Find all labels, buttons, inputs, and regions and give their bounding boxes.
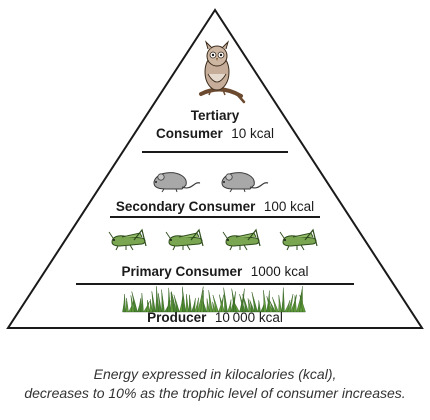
- producer-label: Producer 10 000 kcal: [147, 309, 283, 326]
- grass-icon: [122, 286, 306, 313]
- tertiary-name2: Consumer: [156, 126, 224, 141]
- caption-line-2: decreases to 10% as the trophic level of…: [24, 385, 406, 401]
- secondary-name: Secondary Consumer: [116, 199, 256, 214]
- producer-name: Producer: [147, 310, 207, 325]
- primary-value: 1000 kcal: [251, 264, 309, 279]
- owl-icon: [199, 40, 246, 104]
- tertiary-label: Consumer 10 kcal: [156, 125, 274, 142]
- tertiary-value: 10 kcal: [231, 126, 274, 141]
- tertiary-name: Tertiary: [191, 108, 240, 123]
- secondary-value: 100 kcal: [264, 199, 314, 214]
- pyramid-outline: [6, 8, 424, 329]
- caption-line-1: Energy expressed in kilocalories (kcal),: [93, 366, 337, 382]
- secondary-label: Secondary Consumer 100 kcal: [116, 198, 314, 215]
- producer-value: 10 000 kcal: [215, 310, 283, 325]
- primary-name: Primary Consumer: [121, 264, 243, 279]
- primary-label: Primary Consumer 1000 kcal: [121, 263, 308, 280]
